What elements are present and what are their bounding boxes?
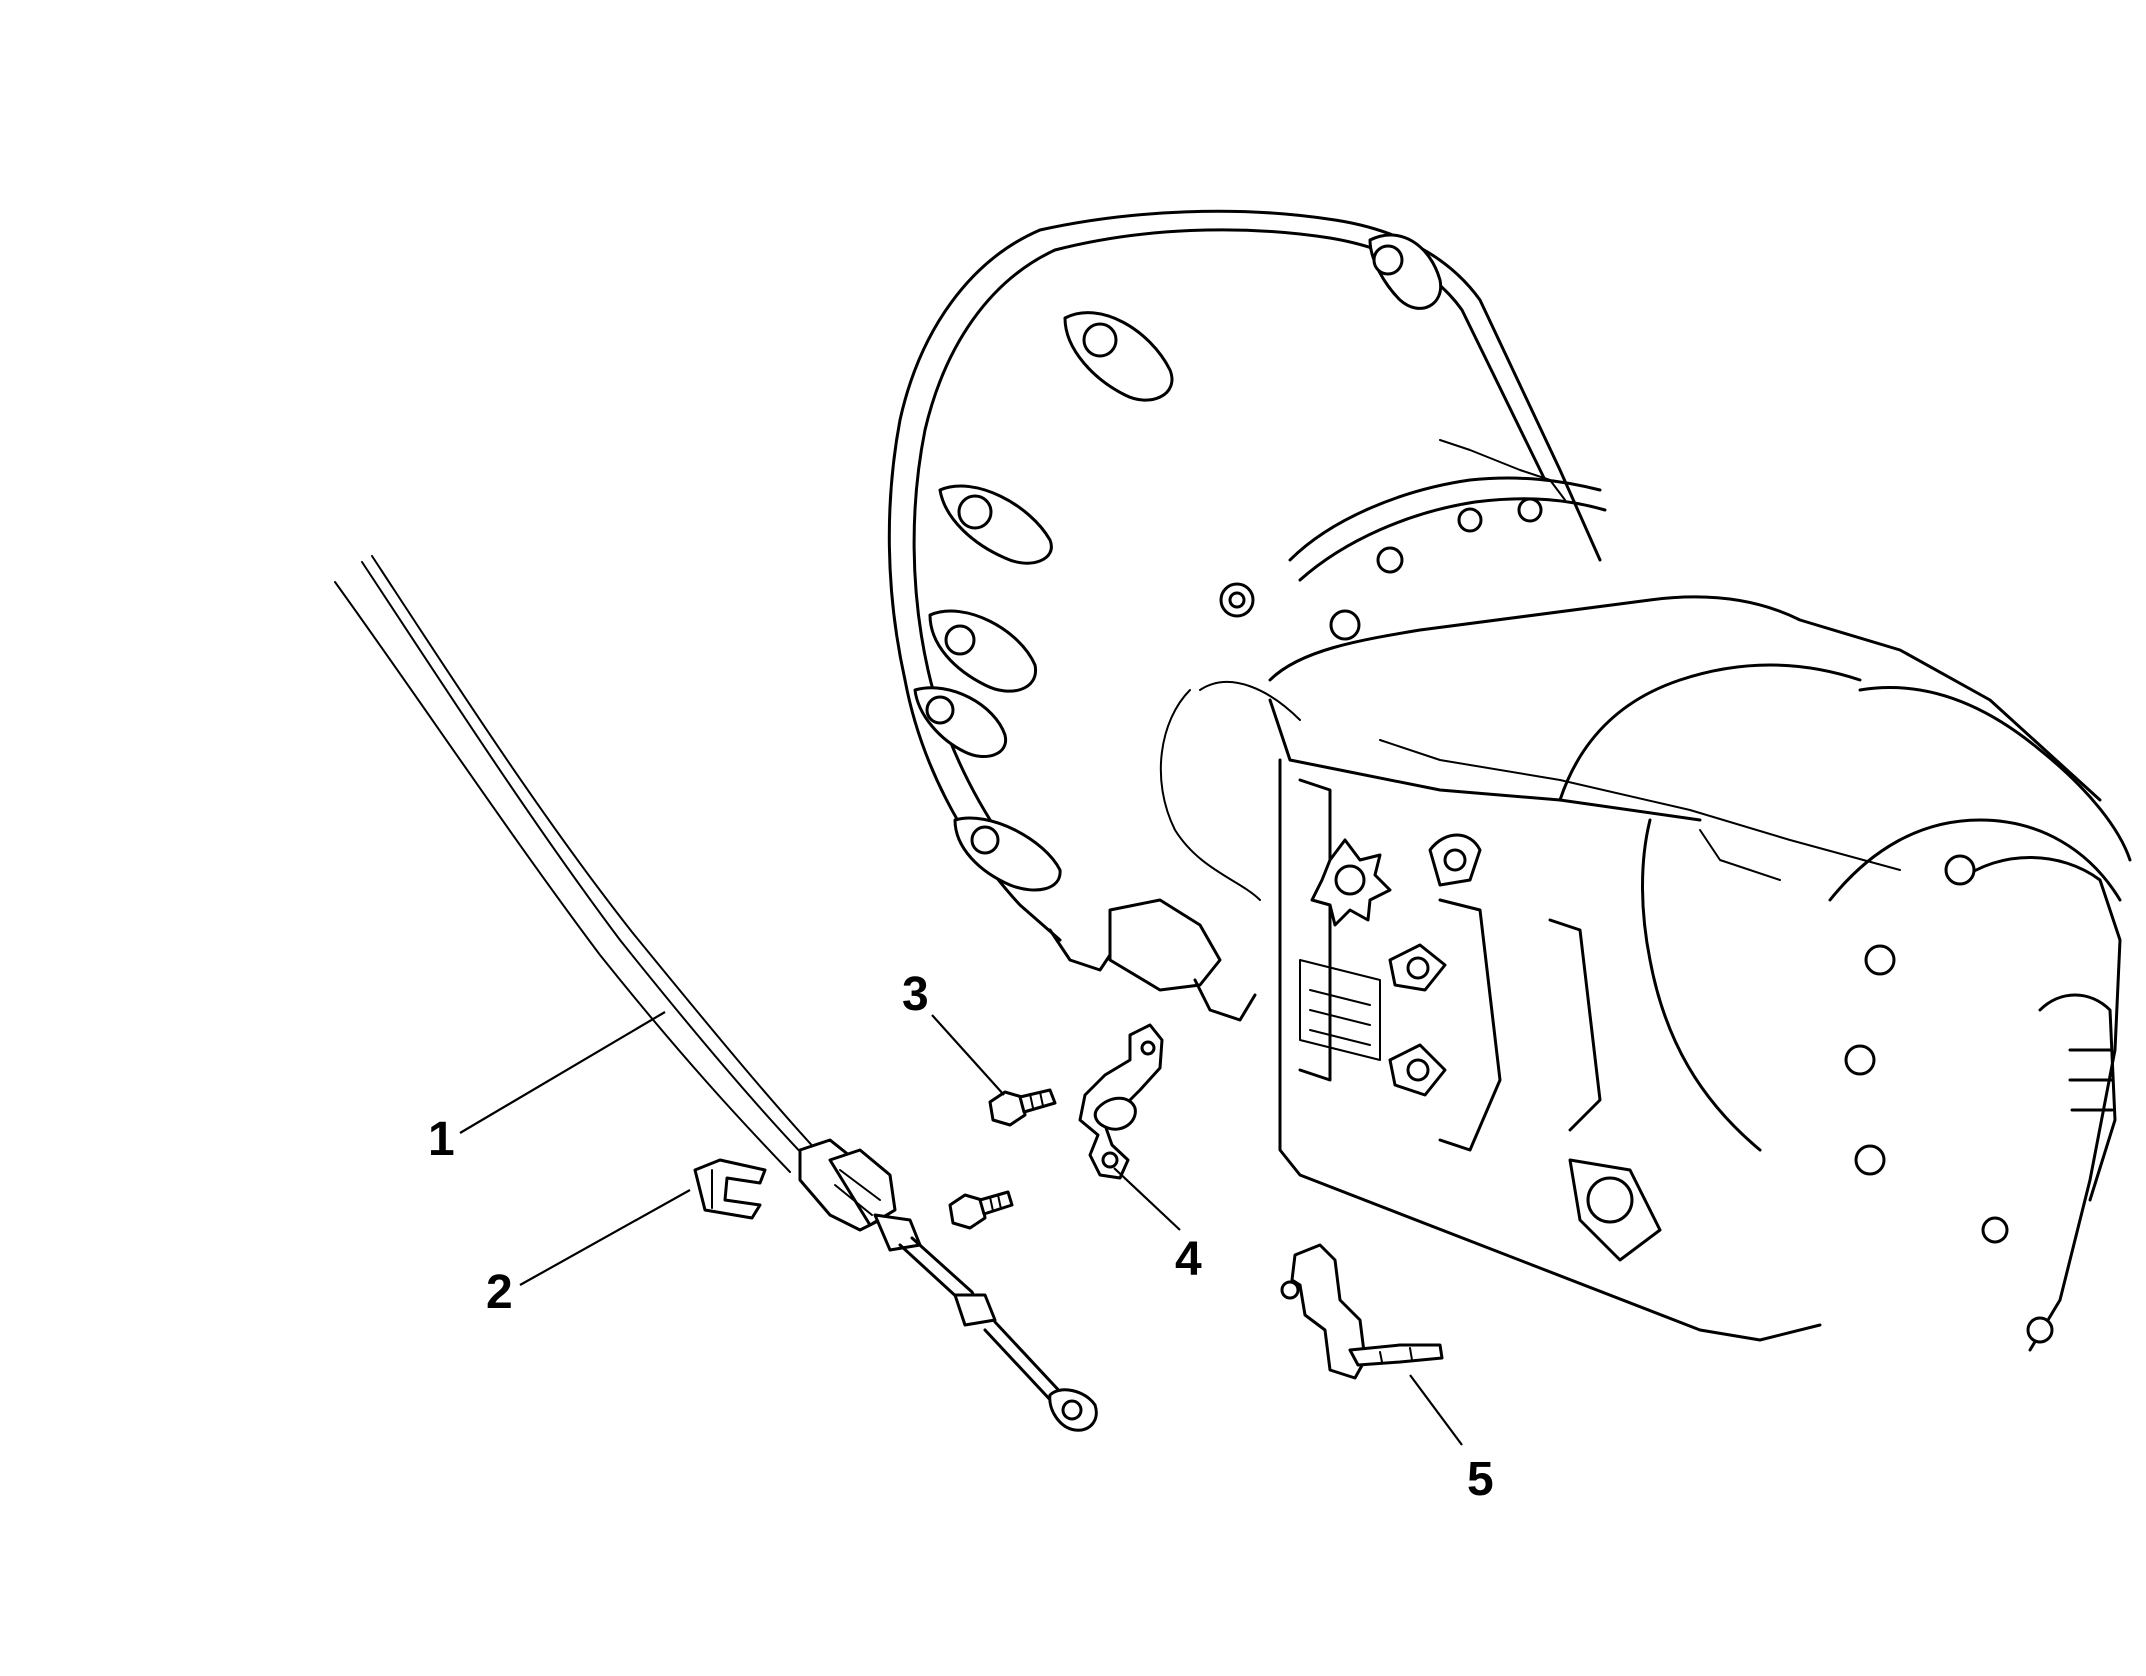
cable-bracket <box>1078 1023 1164 1180</box>
output-flange-bolts <box>1844 854 2054 1344</box>
bell-housing-bolt-bosses <box>913 233 1443 892</box>
leader-line-1 <box>459 1011 666 1134</box>
callout-labels: 1 2 3 4 5 <box>428 968 1494 1506</box>
case-bosses <box>1310 833 1482 1097</box>
leader-line-3 <box>931 1014 1005 1096</box>
shift-cable <box>334 555 1098 1432</box>
bolt-lower <box>948 1190 1014 1230</box>
leader-line-5 <box>1409 1374 1463 1446</box>
bolt-upper <box>988 1088 1057 1127</box>
leader-lines <box>459 1011 1463 1446</box>
callout-3: 3 <box>902 968 929 1021</box>
callout-4: 4 <box>1175 1233 1202 1286</box>
retaining-clip <box>693 1158 767 1220</box>
callout-1: 1 <box>428 1113 455 1166</box>
leader-line-2 <box>519 1189 691 1286</box>
transmission-assembly <box>887 209 2132 1352</box>
callout-5: 5 <box>1467 1453 1494 1506</box>
shift-lever <box>1280 1243 1444 1380</box>
leader-line-4 <box>1113 1167 1181 1231</box>
inner-housing-bolts <box>1219 497 1543 641</box>
callout-2: 2 <box>486 1266 513 1319</box>
